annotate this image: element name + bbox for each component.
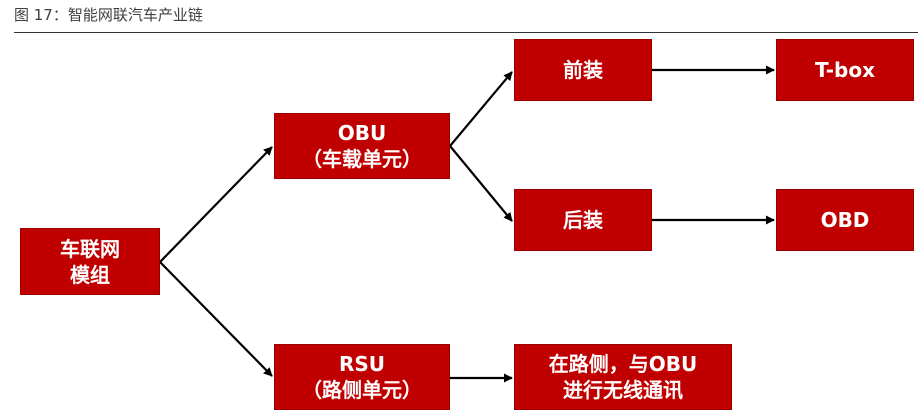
node-label-line2: 模组 — [70, 262, 110, 287]
node-tbox: T-box — [776, 39, 914, 101]
node-roadside-communication: 在路侧，与OBU 进行无线通讯 — [514, 344, 732, 410]
arrow-obu-to-front — [449, 71, 513, 147]
node-label-line1: 在路侧，与OBU — [548, 352, 698, 376]
node-rear-install: 后装 — [514, 189, 652, 251]
node-label-line1: OBU — [337, 121, 387, 145]
node-label-line1: 后装 — [563, 208, 603, 232]
node-label-line1: OBD — [820, 208, 870, 232]
node-label-line2: （车载单元） — [302, 147, 422, 171]
node-label-line1: T-box — [815, 58, 875, 82]
node-label-line1: 车联网 — [60, 236, 120, 261]
caption-divider — [14, 32, 918, 33]
node-front-install: 前装 — [514, 39, 652, 101]
node-label-line1: 前装 — [563, 58, 603, 82]
node-rsu: RSU （路侧单元） — [274, 344, 450, 410]
arrow-module-to-rsu — [159, 261, 273, 377]
node-iov-module: 车联网 模组 — [20, 228, 160, 295]
arrow-module-to-obu — [159, 146, 273, 263]
figure-caption: 图 17：智能网联汽车产业链 — [14, 6, 203, 24]
arrow-obu-to-rear — [449, 145, 513, 222]
node-label-line2: 进行无线通讯 — [563, 378, 683, 402]
node-label-line1: RSU — [338, 352, 386, 376]
node-obu: OBU （车载单元） — [274, 113, 450, 179]
node-obd: OBD — [776, 189, 914, 251]
node-label-line2: （路侧单元） — [302, 378, 422, 402]
